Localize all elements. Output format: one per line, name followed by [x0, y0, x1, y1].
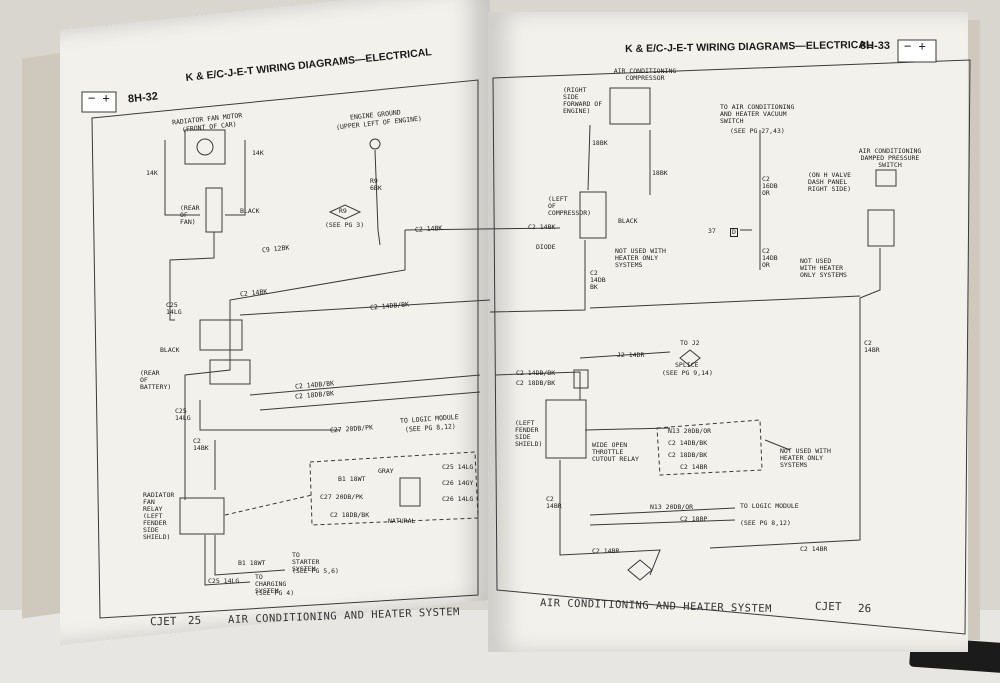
label-ac-compressor: AIR CONDITIONING COMPRESSOR	[613, 67, 677, 82]
label-j2-14dr: J2 14DR	[617, 351, 645, 359]
label-c2-14br-box: C2 14BR	[680, 463, 708, 471]
label-wide-open: WIDE OPEN THROTTLE CUTOUT RELAY	[592, 441, 639, 463]
label-see-pg3: (SEE PG 3)	[325, 221, 365, 229]
label-c2-14db-bk-box: C2 14DB/BK	[668, 439, 708, 447]
label-c25-14lg-top: C25 14LG	[166, 301, 182, 316]
label-18bk-left: 18BK	[592, 139, 608, 147]
label-14k-left: 14K	[146, 169, 158, 177]
left-footer-code: CJET	[149, 614, 177, 629]
label-14k-right: 14K	[252, 149, 264, 157]
label-c25-14lg-mid: C25 14LG	[175, 407, 191, 422]
label-diode: DIODE	[536, 243, 556, 251]
label-c2-14br: C2 14BR	[864, 339, 880, 354]
right-footer-page: 26	[857, 601, 872, 616]
label-left-fender: (LEFT FENDER SIDE SHIELD)	[515, 419, 543, 448]
label-radiator-fan-relay: RADIATOR FAN RELAY (LEFT FENDER SIDE SHI…	[143, 491, 175, 541]
label-18bk-right: 18BK	[652, 169, 668, 177]
label-c2-18bp: C2 18BP	[680, 515, 708, 523]
label-c2-14br-d: C2 14BR	[800, 545, 828, 553]
label-see-pg-9-14: (SEE PG 9,14)	[662, 369, 713, 377]
label-c2-18db-bk-r: C2 18DB/BK	[516, 379, 556, 387]
label-to-logic-module-right: TO LOGIC MODULE	[740, 502, 799, 510]
label-c2-14bk-right: C2 14BK	[528, 223, 556, 231]
label-to-ac-heater-vac: TO AIR CONDITIONING AND HEATER VACUUM SW…	[720, 103, 795, 125]
label-black-2: BLACK	[160, 346, 180, 354]
label-c25-14lg-b: C25 14LG	[442, 463, 474, 471]
label-see-pg-8-12-right: (SEE PG 8,12)	[740, 519, 791, 527]
label-c25-14lg-bot: C25 14LG	[208, 577, 240, 585]
label-n13-20db-or: N13 20DB/OR	[668, 427, 712, 435]
label-see-pg-5-6: (SEE PG 5,6)	[292, 567, 339, 575]
label-c2-14bk-low: C2 14BK	[193, 437, 209, 452]
label-c2-18db-bk-b: C2 18DB/BK	[330, 511, 370, 519]
label-c2-16db-or: C2 16DB OR	[762, 175, 778, 197]
left-footer-page: 25	[187, 613, 202, 628]
label-to-j2: TO J2	[680, 339, 700, 347]
right-page-number: 8H-33	[860, 40, 890, 52]
label-not-used-1: NOT USED WITH HEATER ONLY SYSTEMS	[615, 247, 666, 269]
label-c2-14br-c: C2 14BR	[592, 547, 620, 555]
label-r9-6bk: R9 6BK	[370, 177, 382, 192]
label-left-of-compressor: (LEFT OF COMPRESSOR)	[548, 195, 592, 217]
label-see-pg-27-43: (SEE PG 27,43)	[730, 127, 785, 135]
label-c2-14db-bk-r: C2 14DB/BK	[516, 369, 556, 377]
label-r9-tag: R9	[339, 207, 347, 215]
label-black-right: BLACK	[618, 217, 638, 225]
label-c2-14db-or: C2 14DB OR	[762, 247, 778, 269]
label-gray: GRAY	[378, 467, 394, 475]
label-c26-14gy: C26 14GY	[442, 479, 474, 487]
label-not-used-3: NOT USED WITH HEATER ONLY SYSTEMS	[780, 447, 831, 469]
battery-icon-right: − +	[904, 39, 926, 53]
label-on-h-valve: (ON H VALVE DASH PANEL RIGHT SIDE)	[808, 171, 852, 193]
label-not-used-2: NOT USED WITH HEATER ONLY SYSTEMS	[800, 257, 847, 279]
label-black-1: BLACK	[240, 207, 260, 215]
label-c27-20db-pk-b: C27 20DB/PK	[320, 493, 364, 501]
label-ac-damped-pressure: AIR CONDITIONING DAMPED PRESSURE SWITCH	[858, 147, 922, 169]
label-marker-d: D	[730, 228, 738, 237]
label-b1-18wt: B1 18WT	[338, 475, 366, 483]
label-rear-of-battery: (REAR OF BATTERY)	[140, 369, 172, 391]
label-to-starter: TO STARTER SYSTEM	[292, 551, 320, 573]
battery-icon-left: − +	[88, 91, 110, 105]
label-see-pg-4: (SEE PG 4)	[255, 589, 295, 597]
label-right-side-forward: (RIGHT SIDE FORWARD OF ENGINE)	[563, 86, 603, 115]
label-c26-14lg: C26 14LG	[442, 495, 474, 503]
label-natural: NATURAL	[388, 517, 416, 525]
label-splice: SPLICE	[675, 361, 699, 369]
right-footer-code: CJET	[814, 599, 842, 614]
right-page	[488, 12, 968, 652]
label-n13-20db-or-b: N13 20DB/OR	[650, 503, 694, 511]
label-rear-of-fan: (REAR OF FAN)	[180, 204, 200, 226]
label-c2-14br-b: C2 14BR	[546, 495, 562, 510]
label-c2-14db-bk-right: C2 14DB BK	[590, 269, 606, 291]
label-b1-18wt-b: B1 18WT	[238, 559, 266, 567]
label-c2-18db-bk-box: C2 18DB/BK	[668, 451, 708, 459]
label-marker-37: 37	[708, 227, 716, 235]
label-to-charging: TO CHARGING SYSTEM	[255, 573, 287, 595]
